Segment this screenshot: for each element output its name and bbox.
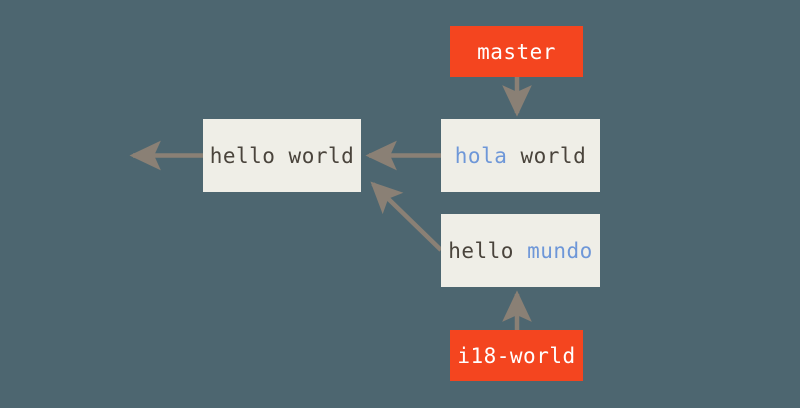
commit-node-hello-world[interactable]: hello world [203, 119, 361, 192]
commit-text-hello-world-part-0: hello world [209, 143, 355, 168]
branch-label-master[interactable]: master [450, 26, 583, 77]
commit-text-hola-world-part-0: hola [454, 143, 508, 168]
commit-text-hello-mundo-part-0: hello [448, 238, 528, 263]
branch-label-i18-world-text: i18-world [457, 343, 576, 368]
edge-hello-mundo-to-hello-world [370, 181, 443, 252]
commit-text-hola-world-part-1: world [507, 143, 587, 168]
branch-label-master-text: master [477, 39, 556, 64]
commit-node-hello-mundo[interactable]: hello mundo [441, 214, 600, 287]
branch-label-i18-world[interactable]: i18-world [450, 330, 583, 381]
commit-text-hello-mundo-part-1: mundo [527, 238, 593, 263]
commit-node-hola-world[interactable]: hola world [441, 119, 600, 192]
